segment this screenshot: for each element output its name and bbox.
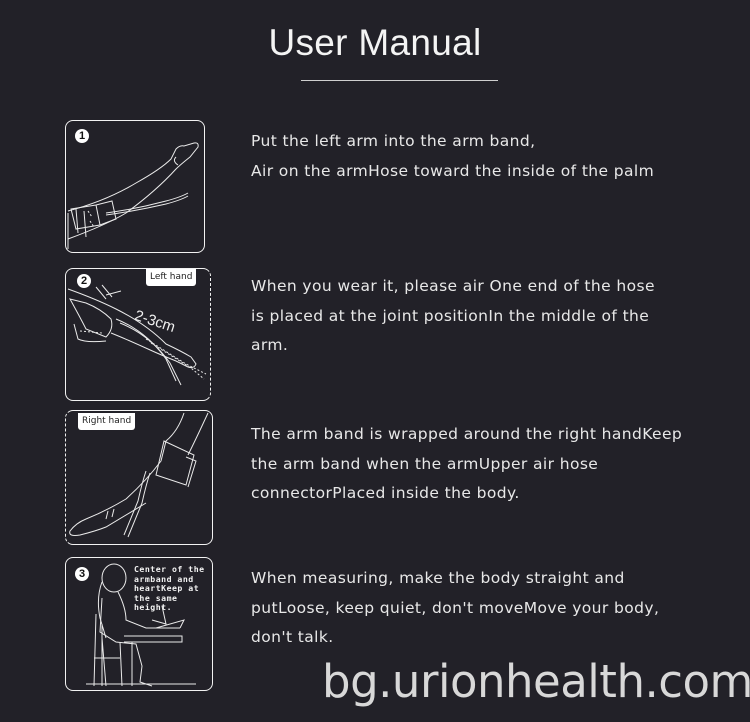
step-2-illustration: 2 Left hand 2-3cm bbox=[65, 268, 211, 401]
step-2-line-1: When you wear it, please air One end of … bbox=[251, 277, 655, 295]
step-3-description: The arm band is wrapped around the right… bbox=[251, 420, 731, 509]
title-divider bbox=[301, 80, 498, 81]
step-4-line-2: putLoose, keep quiet, don't moveMove you… bbox=[251, 598, 660, 617]
step-2-description: When you wear it, please air One end of … bbox=[251, 272, 731, 361]
caption-line-3: heartKeep at bbox=[134, 583, 200, 594]
step-badge: 3 bbox=[75, 567, 89, 581]
left-arm-cuff-position-icon bbox=[67, 284, 207, 386]
step-badge: 1 bbox=[75, 129, 89, 143]
step-3-illustration: Right hand bbox=[65, 410, 213, 545]
step-2-line-3: arm. bbox=[251, 336, 289, 354]
step-1-line-1: Put the left arm into the arm band, bbox=[251, 132, 536, 150]
step-4-description: When measuring, make the body straight a… bbox=[251, 564, 731, 653]
seated-measurement-posture-icon bbox=[86, 563, 196, 687]
step-1-line-2: Air on the armHose toward the inside of … bbox=[251, 161, 655, 180]
right-hand-label: Right hand bbox=[78, 413, 136, 430]
caption-line-1: Center of the bbox=[134, 564, 205, 574]
step-3-line-3: connectorPlaced inside the body. bbox=[251, 484, 520, 502]
step-4-line-1: When measuring, make the body straight a… bbox=[251, 569, 625, 587]
step-2-line-2: is placed at the joint positionIn the mi… bbox=[251, 306, 650, 325]
caption-line-2: armband and bbox=[134, 573, 194, 584]
left-arm-in-cuff-icon bbox=[67, 142, 199, 249]
step-4-illustration: 3 Center of the armband and heartKeep at… bbox=[65, 557, 213, 691]
step-1-illustration: 1 bbox=[65, 120, 205, 253]
step-3-line-1: The arm band is wrapped around the right… bbox=[251, 425, 683, 443]
step-badge: 2 bbox=[77, 274, 91, 288]
caption-line-4: the same height. bbox=[134, 592, 178, 613]
watermark: bg.urionhealth.com bbox=[322, 655, 750, 708]
height-caption: Center of the armband and heartKeep at t… bbox=[134, 564, 212, 613]
step-4-line-3: don't talk. bbox=[251, 628, 334, 646]
step-1-description: Put the left arm into the arm band, Air … bbox=[251, 127, 731, 186]
right-arm-cuff-icon bbox=[69, 412, 209, 538]
left-hand-label: Left hand bbox=[146, 269, 197, 286]
page-title: User Manual bbox=[268, 22, 482, 63]
step-3-line-2: the arm band when the armUpper air hose bbox=[251, 454, 599, 473]
